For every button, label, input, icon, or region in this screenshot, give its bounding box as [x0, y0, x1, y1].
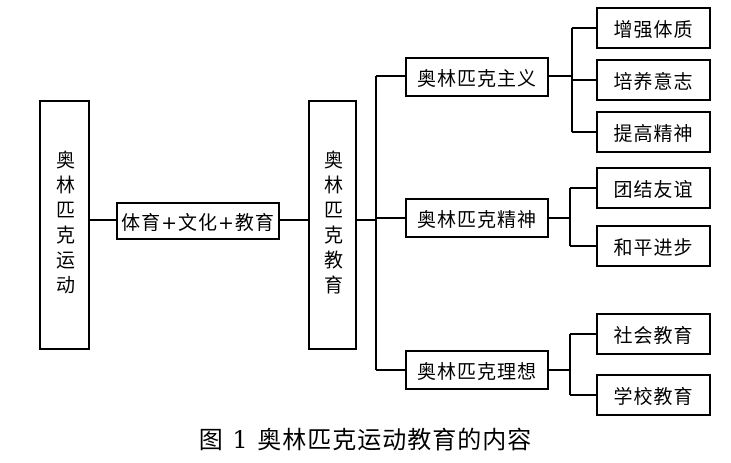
- node-leaf-physique-label: 增强体质: [613, 18, 694, 41]
- node-leaf-will-label: 培养意志: [613, 70, 694, 93]
- node-education-label: 奥林匹克教育: [321, 150, 343, 300]
- node-leaf-physique: 增强体质: [596, 7, 711, 49]
- node-leaf-peace-label: 和平进步: [613, 236, 694, 259]
- node-leaf-social: 社会教育: [596, 313, 711, 355]
- node-leaf-social-label: 社会教育: [613, 324, 694, 347]
- node-leaf-peace: 和平进步: [596, 225, 711, 267]
- node-branch-doctrine-label: 奥林匹克主义: [416, 67, 537, 90]
- node-leaf-morale: 提高精神: [596, 111, 711, 153]
- node-content: 体育+文化+教育: [116, 202, 280, 240]
- node-branch-ideal-label: 奥林匹克理想: [416, 360, 537, 383]
- node-branch-spirit: 奥林匹克精神: [405, 198, 549, 238]
- node-leaf-morale-label: 提高精神: [613, 122, 694, 145]
- node-branch-doctrine: 奥林匹克主义: [405, 57, 549, 97]
- node-leaf-school: 学校教育: [596, 374, 711, 416]
- node-root: 奥林匹克运动: [39, 100, 90, 350]
- node-education: 奥林匹克教育: [308, 100, 357, 350]
- node-branch-spirit-label: 奥林匹克精神: [416, 208, 537, 231]
- node-content-label: 体育+文化+教育: [121, 211, 275, 234]
- node-branch-ideal: 奥林匹克理想: [405, 350, 549, 390]
- node-leaf-school-label: 学校教育: [613, 385, 694, 408]
- node-leaf-unity: 团结友谊: [596, 167, 711, 209]
- figure-caption: 图 1 奥林匹克运动教育的内容: [198, 426, 533, 454]
- node-leaf-will: 培养意志: [596, 59, 711, 101]
- node-root-label: 奥林匹克运动: [53, 150, 75, 300]
- node-leaf-unity-label: 团结友谊: [613, 178, 694, 201]
